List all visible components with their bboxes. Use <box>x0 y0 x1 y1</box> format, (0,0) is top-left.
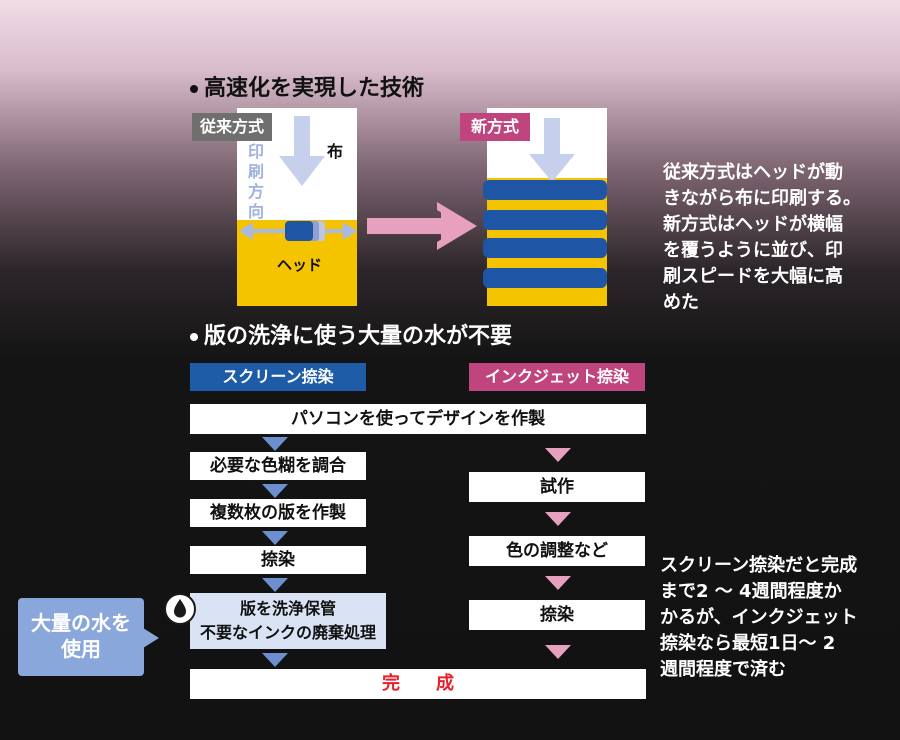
print-direction-char: 方 <box>247 182 264 201</box>
cloth-feed-arrow-icon <box>529 118 575 182</box>
cloth-feed-arrow-icon <box>279 116 325 186</box>
print-head-bar <box>483 180 607 200</box>
inkjet-printing-tag: インクジェット捺染 <box>469 363 645 391</box>
lead-time-note: スクリーン捺染だと完成 まで2 ～ 4週間程度か かるが、インクジェット 捺染な… <box>660 553 896 683</box>
note-line: めた <box>663 292 699 313</box>
inkjet-step-trial: 試作 <box>469 472 645 502</box>
flow-arrow-down-icon <box>262 484 288 498</box>
screen-step-plates: 複数枚の版を作製 <box>190 499 366 527</box>
flow-arrow-down-icon <box>262 437 288 451</box>
note-line: きながら布に印刷する。 <box>663 188 861 209</box>
head-label: ヘッド <box>277 256 323 274</box>
note-line: スクリーン捺染だと完成 <box>660 555 858 576</box>
speed-note: 従来方式はヘッドが動 きながら布に印刷する。 新方式はヘッドが横幅 を覆うように… <box>663 160 895 316</box>
screen-step-wash: 版を洗浄保管 不要なインクの廃棄処理 <box>190 593 386 649</box>
note-line: 週間程度で済む <box>660 659 786 680</box>
water-drop-icon <box>164 593 196 625</box>
head-movement-arrow-icon <box>239 221 357 241</box>
new-method-panel <box>483 108 607 306</box>
wash-line: 版を洗浄保管 <box>239 599 336 618</box>
bullet-icon <box>190 333 198 341</box>
new-method-tag: 新方式 <box>460 113 530 141</box>
flow-arrow-down-icon <box>545 512 571 526</box>
flow-arrow-down-icon <box>545 448 571 462</box>
water-usage-callout: 大量の水を 使用 <box>18 598 144 676</box>
flow-arrow-down-icon <box>545 576 571 590</box>
print-head-bar <box>483 210 607 230</box>
section2-heading-text: 版の洗浄に使う大量の水が不要 <box>204 324 513 349</box>
print-direction-char: 向 <box>247 202 264 221</box>
print-direction-char: 刷 <box>247 162 264 181</box>
bullet-icon <box>190 85 198 93</box>
note-line: 新方式はヘッドが横幅 <box>663 214 843 235</box>
callout-line: 大量の水を <box>31 611 131 635</box>
callout-line: 使用 <box>61 637 101 661</box>
old-method-panel: 布 印 刷 方 向 ヘッド <box>237 108 357 306</box>
common-step-design: パソコンを使ってデザインを作製 <box>190 404 646 434</box>
cloth-label: 布 <box>327 142 344 161</box>
note-line: 捺染なら最短1日～ 2 <box>660 633 836 654</box>
final-completion: 完 成 <box>190 669 646 699</box>
screen-step-print: 捺染 <box>190 546 366 574</box>
inkjet-step-print: 捺染 <box>469 600 645 630</box>
flow-arrow-down-icon <box>545 645 571 659</box>
screen-step-mix: 必要な色糊を調合 <box>190 452 366 480</box>
callout-pointer <box>143 628 159 648</box>
transition-arrow-icon <box>367 202 477 250</box>
note-line: かるが、インクジェット <box>660 607 858 628</box>
wash-line: 不要なインクの廃棄処理 <box>199 623 376 642</box>
print-direction-char: 印 <box>247 142 264 161</box>
flow-arrow-down-icon <box>262 578 288 592</box>
print-direction-label: 印 刷 方 向 <box>247 142 265 222</box>
section2-heading: 版の洗浄に使う大量の水が不要 <box>190 318 512 350</box>
inkjet-step-color: 色の調整など <box>469 536 645 566</box>
section1-heading-text: 高速化を実現した技術 <box>204 76 425 101</box>
note-line: 刷スピードを大幅に高 <box>663 266 843 287</box>
flow-arrow-down-icon <box>262 531 288 545</box>
note-line: 従来方式はヘッドが動 <box>663 162 843 183</box>
flow-arrow-down-icon <box>262 653 288 667</box>
print-head-bar <box>483 238 607 258</box>
section1-heading: 高速化を実現した技術 <box>190 70 424 102</box>
note-line: を覆うように並び、印 <box>663 240 843 261</box>
print-head-bar <box>483 268 607 288</box>
old-method-tag: 従来方式 <box>192 113 272 141</box>
note-line: まで2 ～ 4週間程度か <box>660 581 842 602</box>
screen-printing-tag: スクリーン捺染 <box>190 363 366 391</box>
